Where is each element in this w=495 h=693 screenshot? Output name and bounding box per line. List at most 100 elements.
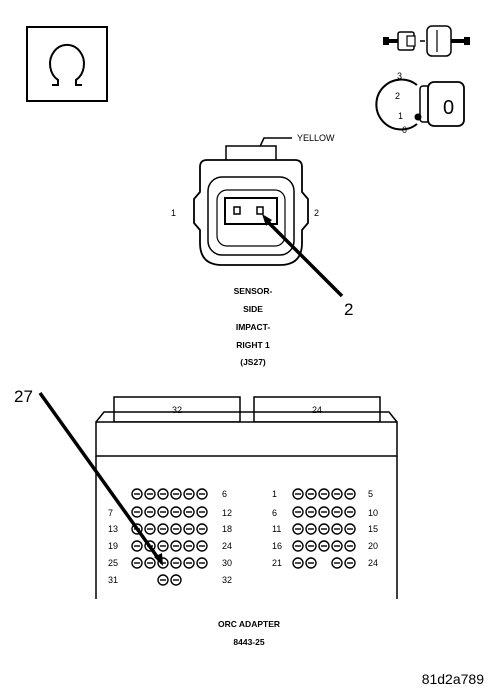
svg-text:ORC ADAPTER: ORC ADAPTER	[218, 619, 280, 629]
orc-pin-left-3	[157, 488, 169, 500]
svg-text:11: 11	[272, 524, 281, 534]
orc-pin-right-5	[344, 488, 356, 500]
orc-pin-left-6	[196, 488, 208, 500]
orc-pin-right-22	[305, 557, 317, 569]
svg-text:12: 12	[222, 508, 232, 518]
svg-text:19: 19	[108, 541, 118, 551]
orc-right-header: 24	[312, 405, 322, 415]
orc-pin-right-20	[344, 540, 356, 552]
orc-pin-left-30	[196, 557, 208, 569]
ignition-position-0: 0	[402, 125, 407, 135]
ignition-position-1: 1	[398, 111, 403, 121]
orc-pin-right-8	[318, 506, 330, 518]
svg-text:6: 6	[272, 508, 277, 518]
orc-pin-left-5	[183, 488, 195, 500]
orc-pin-left-22	[170, 540, 182, 552]
sensor-pin-1	[233, 206, 241, 215]
orc-pin-left-15	[157, 523, 169, 535]
figure-reference-number: 81d2a789	[422, 671, 485, 687]
svg-text:20: 20	[368, 541, 378, 551]
svg-text:24: 24	[222, 541, 232, 551]
orc-pin-left-10	[170, 506, 182, 518]
svg-text:15: 15	[368, 524, 378, 534]
orc-pin-right-23	[331, 557, 343, 569]
svg-text:10: 10	[368, 508, 378, 518]
callout-27: 27	[14, 387, 33, 406]
orc-adapter-label: ORC ADAPTER 8443-25	[218, 619, 280, 647]
ignition-key-icon: 0 3 2 1 0	[375, 71, 465, 135]
svg-text:25: 25	[108, 558, 118, 568]
orc-left-header: 32	[172, 405, 182, 415]
sensor-pin-1-label: 1	[171, 208, 176, 218]
orc-pin-left-4	[170, 488, 182, 500]
orc-pin-left-17	[183, 523, 195, 535]
orc-pin-left-16	[170, 523, 182, 535]
svg-text:16: 16	[272, 541, 282, 551]
orc-pin-left-11	[183, 506, 195, 518]
orc-pin-left-19	[131, 540, 143, 552]
svg-text:32: 32	[222, 575, 232, 585]
svg-text:SIDE: SIDE	[243, 304, 263, 314]
orc-adapter: 32 24	[95, 396, 398, 599]
orc-pin-left-1	[131, 488, 143, 500]
sensor-connector	[193, 145, 309, 266]
disconnect-connector-icon	[383, 25, 470, 57]
orc-pin-right-14	[331, 523, 343, 535]
orc-pin-left-8	[144, 506, 156, 518]
wire-color-label: YELLOW	[297, 133, 335, 143]
orc-pin-right-9	[331, 506, 343, 518]
svg-text:(JS27): (JS27)	[240, 357, 266, 367]
orc-pin-left-9	[157, 506, 169, 518]
svg-text:SENSOR-: SENSOR-	[234, 286, 273, 296]
orc-pin-left-18	[196, 523, 208, 535]
sensor-pin-2-label: 2	[314, 208, 319, 218]
orc-pin-right-15	[344, 523, 356, 535]
key-position-symbol: 0	[443, 97, 454, 119]
svg-text:RIGHT 1: RIGHT 1	[236, 340, 270, 350]
orc-pin-left-24	[196, 540, 208, 552]
orc-pin-right-11	[292, 523, 304, 535]
orc-pin-left-28	[170, 557, 182, 569]
sensor-label: SENSOR- SIDE IMPACT- RIGHT 1 (JS27)	[234, 286, 273, 367]
orc-pin-right-24	[344, 557, 356, 569]
orc-pin-right-16	[292, 540, 304, 552]
ohmmeter-icon	[26, 26, 108, 102]
orc-pin-left-32	[170, 574, 182, 586]
orc-pin-right-2	[305, 488, 317, 500]
orc-pin-right-18	[318, 540, 330, 552]
svg-text:6: 6	[222, 489, 227, 499]
orc-pin-left-23	[183, 540, 195, 552]
sensor-pin-2	[256, 206, 264, 215]
svg-text:13: 13	[108, 524, 118, 534]
orc-pin-right-17	[305, 540, 317, 552]
ignition-position-2: 2	[395, 91, 400, 101]
svg-text:31: 31	[108, 575, 118, 585]
orc-right-pin-grid	[292, 488, 356, 569]
orc-pin-left-31	[157, 574, 169, 586]
ignition-position-3: 3	[397, 71, 402, 81]
svg-text:21: 21	[272, 558, 282, 568]
svg-text:30: 30	[222, 558, 232, 568]
svg-text:24: 24	[368, 558, 378, 568]
orc-pin-left-29	[183, 557, 195, 569]
orc-pin-right-12	[305, 523, 317, 535]
svg-text:18: 18	[222, 524, 232, 534]
orc-pin-left-26	[144, 557, 156, 569]
orc-pin-right-4	[331, 488, 343, 500]
svg-text:1: 1	[272, 489, 277, 499]
orc-pin-right-1	[292, 488, 304, 500]
orc-pin-right-13	[318, 523, 330, 535]
svg-text:7: 7	[108, 508, 113, 518]
orc-pin-left-12	[196, 506, 208, 518]
svg-text:IMPACT-: IMPACT-	[236, 322, 270, 332]
orc-left-row-labels: 6 7 12 13 18 19 24 25 30 31 32	[108, 489, 232, 585]
orc-pin-right-3	[318, 488, 330, 500]
orc-pin-right-19	[331, 540, 343, 552]
orc-pin-left-25	[131, 557, 143, 569]
orc-pin-left-21	[157, 540, 169, 552]
orc-pin-right-6	[292, 506, 304, 518]
orc-pin-right-7	[305, 506, 317, 518]
orc-right-row-labels: 1 5 6 10 11 15 16 20 21 24	[272, 489, 378, 568]
callout-2: 2	[344, 300, 353, 319]
